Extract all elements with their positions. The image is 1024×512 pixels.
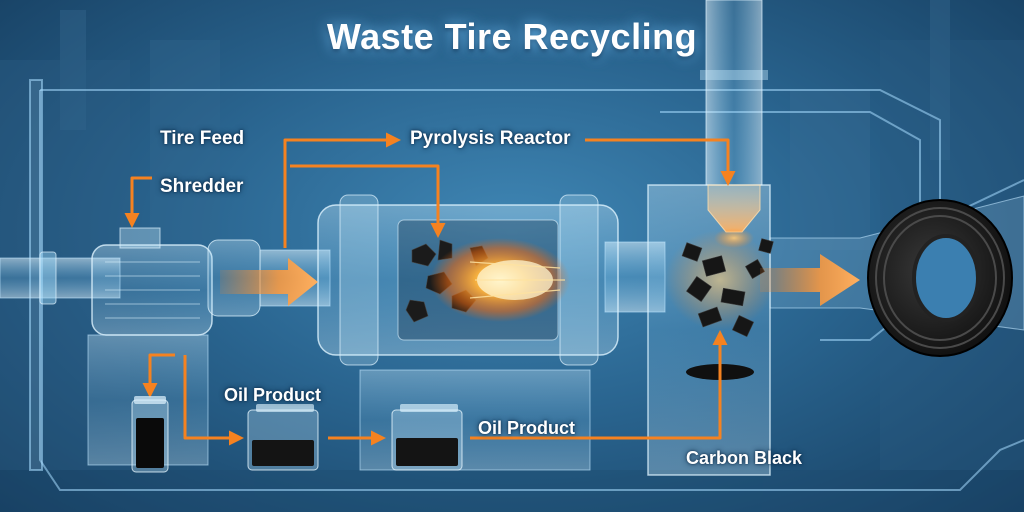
label-pyrolysis-reactor: Pyrolysis Reactor [410,128,571,150]
separator-unit [648,0,775,475]
page-title: Waste Tire Recycling [0,16,1024,58]
shredder-motor [88,228,260,465]
oil-jar [132,396,168,472]
crumb-container-1 [248,404,318,470]
label-oil-product-1: Oil Product [224,385,321,406]
label-oil-product-2: Oil Product [478,418,575,439]
label-carbon-black: Carbon Black [686,448,802,469]
label-shredder: Shredder [160,176,243,198]
label-tire-feed: Tire Feed [160,128,244,150]
crumb-container-2 [392,404,462,470]
tire-icon [868,200,1012,356]
